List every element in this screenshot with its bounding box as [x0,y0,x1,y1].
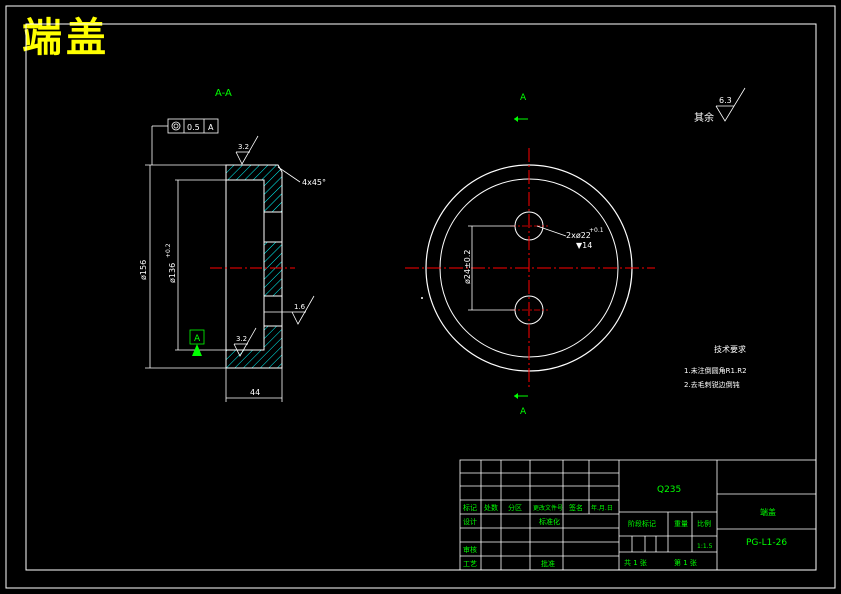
concentricity-icon [171,121,181,131]
scale-label: 比例 [697,519,711,528]
sheet-of: 第 1 张 [674,558,697,567]
row-design: 设计 [463,517,477,526]
tolerance-datum: A [208,123,214,132]
header-mark: 标记 [463,503,477,512]
header-date: 年.月.日 [591,504,613,512]
datum-label: A [194,334,201,344]
tolerance-value: 0.5 [187,123,200,132]
width-label: 44 [250,388,260,397]
outer-frame [5,5,836,589]
material-label: Q235 [657,485,681,495]
drawing-no-label: PG-L1-26 [746,538,787,548]
cut-label-top: A [520,93,527,103]
roughness-bottom-icon [233,327,257,357]
inner-frame [25,23,817,571]
surface-other: 其余 6.3 [694,87,746,124]
row-review: 审核 [463,545,477,554]
header-zone: 分区 [508,503,522,512]
stray-dot [421,297,423,299]
inner-diameter-label: ø136 [168,263,177,283]
hole-callout: 2xø22 [566,231,591,240]
title-block [459,459,817,571]
roughness-top-value: 3.2 [238,143,249,151]
title-block-text: Q235 端盖 PG-L1-26 标记 处数 分区 更改文件号 签名 年.月.日… [463,485,787,568]
section-label: A-A [215,88,232,99]
roughness-top-icon [235,135,259,165]
hole-spacing-label: ø24±0.2 [463,250,472,285]
weight-label: 重量 [674,520,688,528]
row-approve: 批准 [541,559,555,568]
hole-callout-tol: +0.1 [589,227,604,234]
chamfer-leader [277,166,301,183]
front-view: A A ø24±0.2 2xø22 +0.1 ▼14 [405,93,655,417]
hole-depth: ▼14 [576,241,592,250]
datum-triangle-icon [192,344,202,356]
section-view: A-A ø156 ø136 +0.2 44 0.5 A [139,88,326,402]
hole-leader [536,225,567,237]
tech-item-1: 1.未注倒圆角R1.R2 [684,366,747,375]
tech-heading: 技术要求 [714,344,746,354]
sheet-total: 共 1 张 [624,558,647,567]
scale-value: 1:1.5 [697,543,713,550]
stage-mark: 阶段标记 [628,519,656,528]
cut-label-bottom: A [520,407,527,417]
row-process: 工艺 [463,560,477,568]
header-count: 处数 [484,503,498,512]
roughness-bottom-value: 3.2 [236,335,247,343]
part-name-label: 端盖 [760,507,776,517]
tech-item-2: 2.去毛刺锐边倒钝 [684,380,740,389]
part-section-outline [225,164,283,369]
header-sign: 签名 [569,503,583,512]
concentricity-icon-inner [173,123,179,129]
roughness-bore-value: 1.6 [294,303,306,311]
cut-arrow-top-head [514,116,518,122]
tech-requirements: 技术要求 1.未注倒圆角R1.R2 2.去毛刺锐边倒钝 [684,344,747,389]
surface-other-label: 其余 [694,111,714,124]
outer-diameter-label: ø156 [139,260,148,280]
chamfer-label: 4x45° [302,178,326,187]
roughness-bore-icon [291,295,315,325]
hole-cut-upper [263,211,283,243]
row-standard: 标准化 [539,517,560,526]
header-change: 更改文件号 [533,504,563,512]
hole-cut-lower [263,295,283,327]
surface-other-value: 6.3 [719,96,732,105]
cut-arrow-bottom-head [514,393,518,399]
inner-diameter-tol: +0.2 [165,243,172,258]
roughness-other-icon [715,87,746,122]
